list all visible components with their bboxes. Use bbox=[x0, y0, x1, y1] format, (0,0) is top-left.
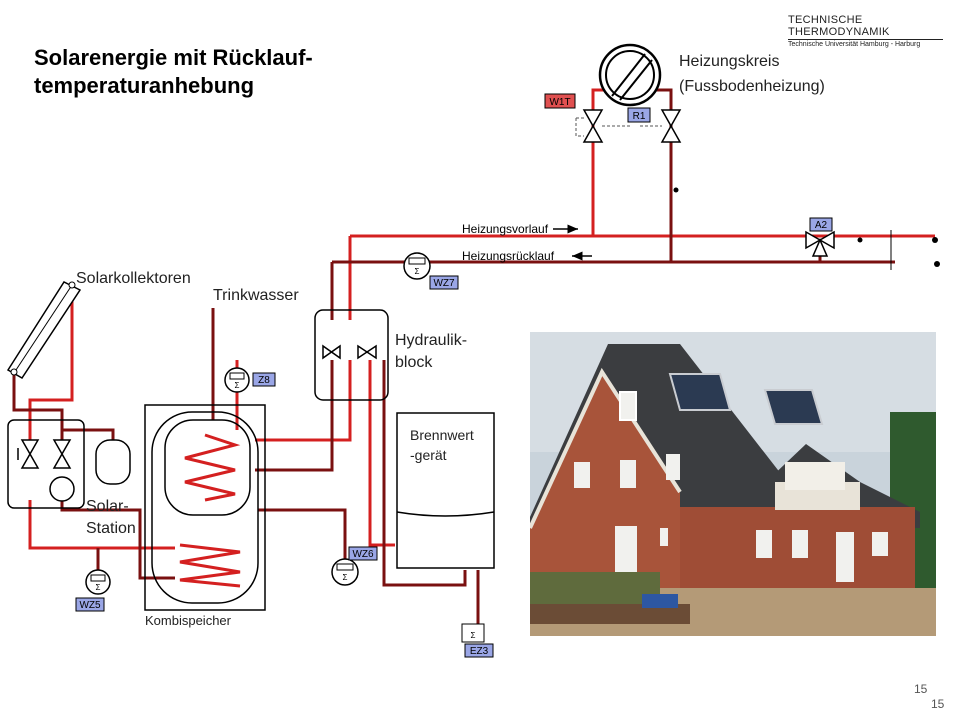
drinking-water: Trinkwasser Σ Z8 bbox=[213, 287, 299, 393]
solar-station-label-2: Station bbox=[86, 520, 136, 537]
front-door bbox=[615, 526, 637, 576]
heating-circuit-sublabel: (Fussbodenheizung) bbox=[679, 78, 825, 95]
svg-text:Σ: Σ bbox=[235, 381, 240, 390]
heat-meter-wz5: Σ WZ5 bbox=[75, 569, 111, 612]
solar-collector-icon bbox=[6, 281, 82, 380]
meter-ez3: Σ EZ3 bbox=[461, 623, 494, 658]
valve-right-icon bbox=[660, 109, 682, 143]
tag-wz6 bbox=[348, 546, 378, 561]
slide-title-line2: temperaturanhebung bbox=[34, 73, 255, 98]
boiler-label-2: -gerät bbox=[410, 447, 447, 463]
line-labels: Heizungsvorlauf Heizungsrücklauf bbox=[462, 222, 592, 263]
combi-storage-label: Kombispeicher bbox=[145, 613, 232, 628]
hydraulic-valve-right-icon bbox=[357, 344, 377, 360]
hydraulic-block-label-1: Hydraulik- bbox=[395, 332, 467, 349]
hydraulic-to-storage-return bbox=[255, 360, 334, 472]
boiler-label-1: Brennwert bbox=[410, 427, 474, 443]
heat-meter-wz7: Σ WZ7 bbox=[403, 252, 459, 290]
logo-subtitle: Technische Universität Hamburg - Harburg bbox=[788, 41, 921, 48]
tag-wz5 bbox=[75, 597, 105, 612]
tag-r1-label: R1 bbox=[633, 111, 646, 122]
solar-collectors: Solarkollektoren bbox=[6, 270, 191, 380]
mixing-valve-a2: A2 bbox=[805, 217, 940, 270]
heat-meter-wz7-icon bbox=[403, 252, 431, 280]
tag-w1t-label: W1T bbox=[549, 97, 570, 108]
slide-title-line1: Solarenergie mit Rücklauf- bbox=[34, 45, 313, 70]
tag-wz6-label: WZ6 bbox=[352, 549, 374, 560]
solar-valve-right-icon bbox=[52, 439, 72, 469]
fence bbox=[530, 604, 690, 624]
drinking-water-label: Trinkwasser bbox=[213, 287, 299, 304]
boiler-frame bbox=[396, 412, 495, 569]
solar-panel-2 bbox=[763, 389, 824, 425]
tag-w1t bbox=[544, 93, 576, 109]
solar-station: Solar- Station bbox=[7, 419, 136, 537]
sensor-icon bbox=[673, 187, 679, 193]
tag-wz5-label: WZ5 bbox=[79, 600, 101, 611]
combi-storage: Kombispeicher bbox=[144, 404, 266, 628]
storage-tank bbox=[151, 411, 259, 604]
tag-wz7-label: WZ7 bbox=[433, 278, 455, 289]
heat-meter-wz5-icon bbox=[85, 569, 111, 595]
solar-station-to-storage-return bbox=[60, 500, 175, 580]
tag-r1 bbox=[627, 107, 651, 123]
svg-text:Σ: Σ bbox=[96, 583, 101, 592]
expansion-vessel-icon bbox=[95, 439, 131, 485]
solar-panel-1 bbox=[668, 373, 732, 411]
svg-text:Σ: Σ bbox=[343, 573, 348, 582]
wz6-line bbox=[258, 508, 347, 560]
expansion-line bbox=[62, 428, 115, 440]
storage-inner-tank bbox=[164, 419, 251, 516]
solar-station-frame bbox=[7, 419, 85, 509]
return-line-label: Heizungsrücklauf bbox=[462, 249, 555, 263]
svg-text:Σ: Σ bbox=[415, 267, 420, 276]
tag-a2 bbox=[809, 217, 833, 232]
page-number-alt: 15 bbox=[931, 697, 945, 711]
return-end-icon bbox=[934, 261, 940, 267]
meter-z8-icon bbox=[224, 367, 250, 393]
storage-outer-frame bbox=[144, 404, 266, 611]
hydraulic-valve-left-icon bbox=[322, 344, 341, 360]
institute-logo: TECHNISCHE THERMODYNAMIK Technische Univ… bbox=[788, 14, 943, 48]
hydraulic-block-label-2: block bbox=[395, 354, 433, 371]
heat-meter-wz6: Σ WZ6 bbox=[331, 546, 378, 586]
tag-z8-label: Z8 bbox=[258, 375, 270, 386]
solar-station-label-1: Solar- bbox=[86, 498, 129, 515]
tag-a2-label: A2 bbox=[815, 220, 828, 231]
condensing-boiler: Brennwert -gerät bbox=[396, 412, 495, 569]
hydraulic-to-storage-hot bbox=[255, 360, 352, 442]
boiler-return bbox=[382, 360, 467, 587]
solar-station-to-storage-hot bbox=[28, 500, 175, 550]
hydraulic-to-boiler bbox=[368, 360, 395, 547]
logo-name: TECHNISCHE THERMODYNAMIK bbox=[788, 14, 943, 40]
supply-line-label: Heizungsvorlauf bbox=[462, 222, 549, 236]
solar-collectors-label: Solarkollektoren bbox=[76, 270, 191, 287]
sensor-a2-icon bbox=[857, 237, 863, 243]
heat-meter-wz6-icon bbox=[331, 558, 359, 586]
hydraulic-block-frame bbox=[314, 309, 389, 401]
heat-exchanger-top-icon bbox=[184, 433, 241, 502]
heating-circuit: W1T R1 Heizungskreis (Fussbodenheizung) bbox=[544, 43, 825, 193]
supply-end-icon bbox=[932, 237, 938, 243]
tag-z8 bbox=[252, 372, 276, 387]
solar-pump-icon bbox=[49, 476, 75, 502]
solar-return-pipe bbox=[12, 372, 64, 440]
circuit-pump-icon bbox=[598, 43, 662, 107]
hydraulic-block: Hydraulik- block bbox=[314, 309, 467, 401]
house-gable bbox=[530, 372, 680, 602]
page-number: 15 bbox=[914, 682, 928, 696]
tag-ez3 bbox=[464, 643, 494, 658]
house-photo bbox=[530, 332, 936, 636]
slide-title: Solarenergie mit Rücklauf- temperaturanh… bbox=[34, 44, 313, 100]
meter-ez3-icon bbox=[461, 623, 485, 643]
valve-left-icon bbox=[582, 109, 604, 143]
solar-valve-left-icon bbox=[20, 439, 40, 469]
heating-circuit-label: Heizungskreis bbox=[679, 53, 779, 70]
svg-text:Σ: Σ bbox=[471, 631, 476, 640]
tag-wz7 bbox=[429, 275, 459, 290]
heat-exchanger-bottom-icon bbox=[179, 543, 241, 588]
tag-ez3-label: EZ3 bbox=[470, 646, 489, 657]
